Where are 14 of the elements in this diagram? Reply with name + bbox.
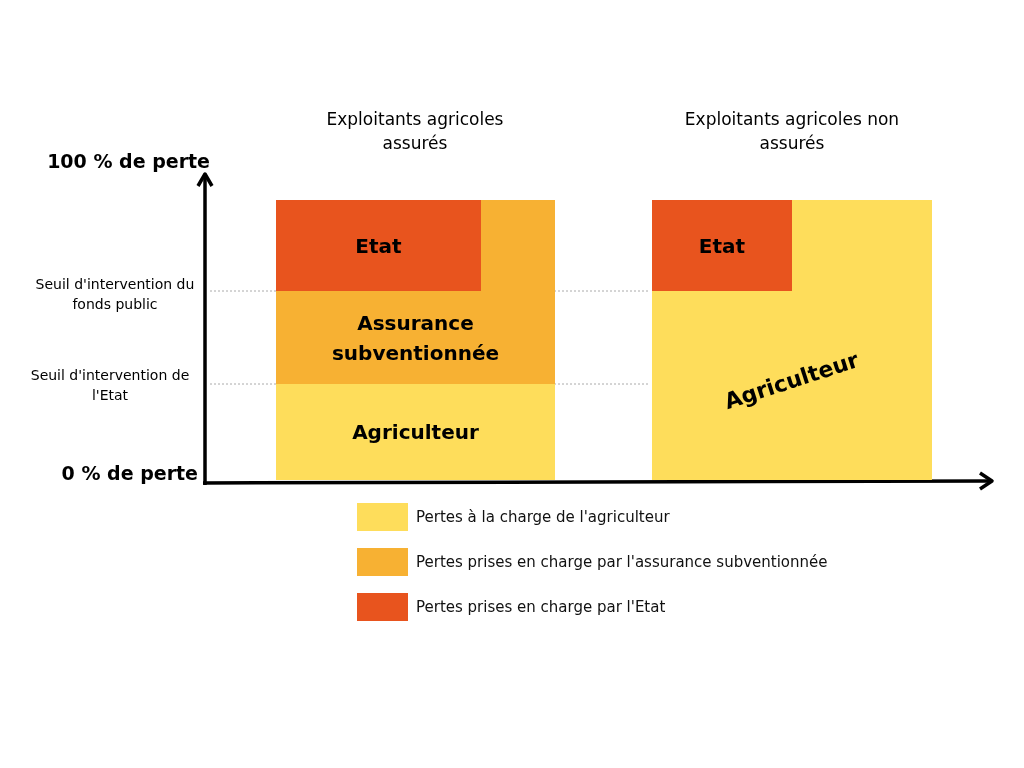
column-heading: Exploitants agricoles assurés [325,108,505,155]
insurance-block: Assurance subventionnée [276,291,555,384]
state-block: Etat [276,200,481,291]
threshold-label: Seuil d'intervention de l'Etat [30,366,190,405]
axis-label: 100 % de perte [46,149,210,174]
threshold-label: Seuil d'intervention du fonds public [34,275,196,314]
legend-label: Pertes prises en charge par l'Etat [416,597,666,617]
state-block: Etat [652,200,792,291]
column-heading: Exploitants agricoles non assurés [683,108,901,155]
insurance-block [481,200,555,291]
legend-label: Pertes à la charge de l'agriculteur [416,507,670,527]
axis-label: 0 % de perte [60,461,198,486]
farmer-block: Agriculteur [276,384,555,480]
legend-label: Pertes prises en charge par l'assurance subventionnée [416,552,828,572]
